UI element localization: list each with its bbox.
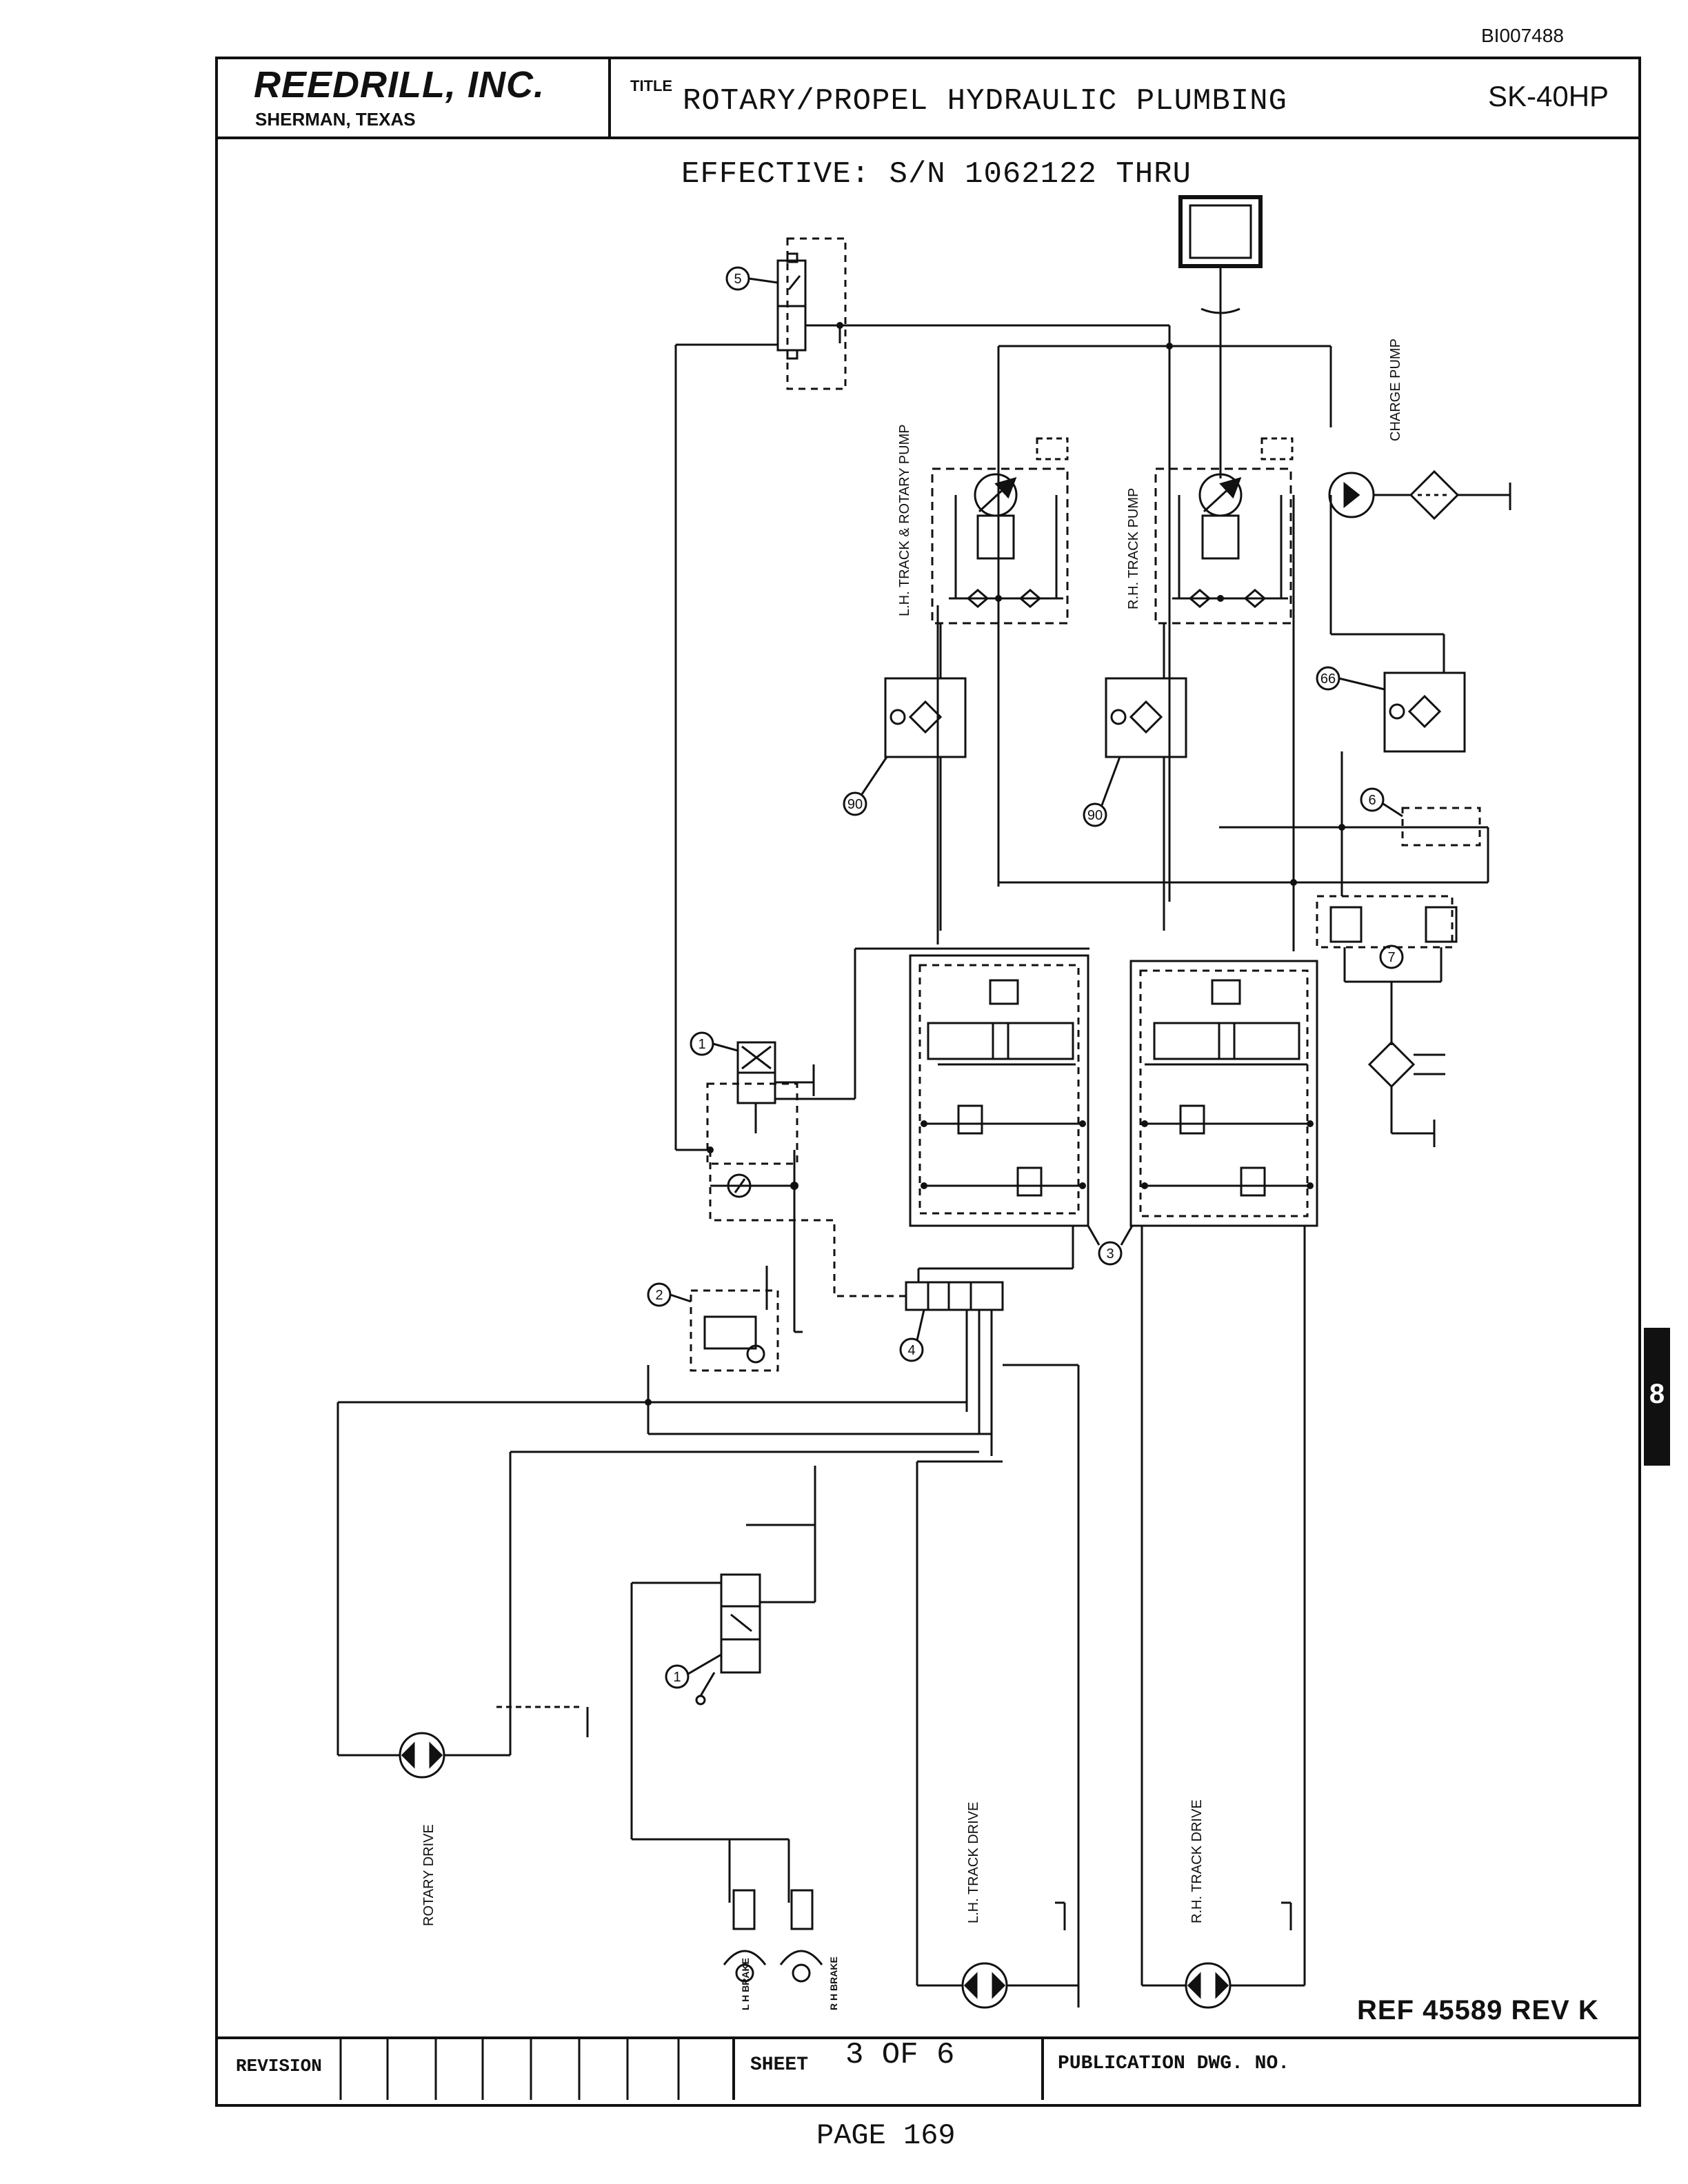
callout-90-lh bbox=[843, 791, 867, 816]
callout-7-label: 7 bbox=[1387, 950, 1395, 965]
effective-serial: EFFECTIVE: S/N 1062122 THRU bbox=[681, 157, 1192, 192]
title-label: TITLE bbox=[630, 77, 673, 94]
filter-lh bbox=[884, 677, 967, 758]
filter-charge bbox=[1383, 671, 1466, 753]
rh-track-drive-label: R.H. TRACK DRIVE bbox=[1189, 1799, 1205, 1923]
valve-2 bbox=[690, 1289, 779, 1372]
lh-brake bbox=[732, 1889, 756, 1930]
lh-track-drive-label: L.H. TRACK DRIVE bbox=[966, 1802, 981, 1923]
callout-1-upper-label: 1 bbox=[698, 1037, 705, 1052]
callout-4 bbox=[899, 1337, 924, 1362]
control-valve-rh bbox=[1129, 960, 1318, 1227]
charge-pump-label: CHARGE PUMP bbox=[1388, 338, 1403, 441]
document-id: BI007488 bbox=[1481, 25, 1564, 46]
callout-5-label: 5 bbox=[734, 272, 741, 287]
section-tab bbox=[1644, 1328, 1670, 1466]
rotary-drive-label: ROTARY DRIVE bbox=[421, 1824, 436, 1926]
rh-brake bbox=[790, 1889, 814, 1930]
section-tab-number: 8 bbox=[1649, 1379, 1665, 1409]
callout-4-label: 4 bbox=[907, 1343, 915, 1358]
callout-6 bbox=[1360, 787, 1385, 812]
callout-90-rh bbox=[1083, 802, 1107, 827]
control-valve-lh bbox=[909, 954, 1089, 1227]
callout-7 bbox=[1379, 944, 1404, 969]
engine-box bbox=[1178, 195, 1263, 268]
valve-1-lower bbox=[720, 1573, 761, 1674]
lh-brake-label: L H BRAKE bbox=[740, 1958, 751, 2010]
drawing-frame bbox=[215, 57, 1641, 2107]
callout-1-lower bbox=[665, 1664, 690, 1689]
revision-label: REVISION bbox=[236, 2056, 322, 2076]
drawing-number: SK-40HP bbox=[1488, 80, 1609, 112]
callout-1-lower-label: 1 bbox=[673, 1670, 681, 1685]
company-location: SHERMAN, TEXAS bbox=[255, 109, 416, 130]
lh-pump-label: L.H. TRACK & ROTARY PUMP bbox=[897, 424, 912, 616]
callout-3-label: 3 bbox=[1106, 1246, 1114, 1262]
callout-66-label: 66 bbox=[1320, 671, 1336, 687]
drawing-title: ROTARY/PROPEL HYDRAULIC PLUMBING bbox=[683, 84, 1287, 119]
callout-90-rh-label: 90 bbox=[1087, 808, 1103, 823]
page-number: PAGE 169 bbox=[816, 2119, 956, 2152]
callout-3 bbox=[1098, 1241, 1123, 1266]
sheet-label: SHEET bbox=[750, 2054, 809, 2076]
callout-6-label: 6 bbox=[1368, 793, 1376, 808]
valve-4 bbox=[905, 1281, 1004, 1311]
rh-brake-label: R H BRAKE bbox=[828, 1957, 839, 2010]
company-name: REEDRILL, INC. bbox=[254, 64, 545, 105]
sheet-number: 3 OF 6 bbox=[845, 2038, 955, 2072]
publication-drawing-label: PUBLICATION DWG. NO. bbox=[1058, 2053, 1290, 2074]
rh-pump-label: R.H. TRACK PUMP bbox=[1126, 488, 1141, 609]
callout-90-lh-label: 90 bbox=[847, 797, 863, 812]
reference-revision: REF 45589 REV K bbox=[1357, 1995, 1599, 2025]
callout-2-label: 2 bbox=[655, 1288, 663, 1303]
filter-rh bbox=[1105, 677, 1187, 758]
